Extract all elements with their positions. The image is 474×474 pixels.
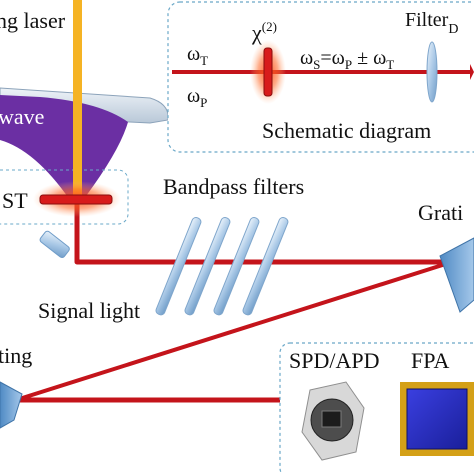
fpa-chip <box>400 382 474 456</box>
schematic-caption: Schematic diagram <box>262 118 431 143</box>
bandpass-label: Bandpass filters <box>163 174 304 199</box>
bandpass-filter-3 <box>213 216 260 316</box>
grating-left <box>0 381 23 429</box>
thz-wave-beam <box>0 95 128 200</box>
signal-beam-path <box>74 200 452 265</box>
beam-diagonal <box>15 260 453 402</box>
grating-right <box>439 237 474 313</box>
signal-light-label: Signal light <box>38 298 140 323</box>
bandpass-filter-4 <box>242 216 289 316</box>
bandpass-filter-2 <box>184 216 231 316</box>
fpa-label: FPA <box>411 348 449 373</box>
spd-apd-detector <box>301 381 365 461</box>
bandpass-filters <box>155 216 289 316</box>
frequency-relation: ωS=ωP ± ωT <box>300 47 394 72</box>
schematic-crystal <box>263 47 273 97</box>
nonlinear-crystal <box>39 194 113 205</box>
schematic-panel <box>167 1 474 153</box>
pickoff-mirror <box>39 230 70 259</box>
pump-laser-label: ng laser <box>0 8 66 33</box>
omega-t-label: ωT <box>187 43 208 68</box>
spd-apd-label: SPD/APD <box>289 348 379 373</box>
schematic-arrowhead <box>470 64 474 80</box>
pump-laser-beam <box>73 0 82 199</box>
wave-label: wave <box>0 104 44 129</box>
crystal-label: ST <box>2 188 28 213</box>
omega-p-label: ωP <box>187 85 207 110</box>
chi2-label: χ(2) <box>251 19 277 45</box>
grating-right-label: Grati <box>418 200 463 225</box>
schematic-filter <box>426 41 438 103</box>
filter-label: FilterD <box>405 9 458 37</box>
bandpass-filter-1 <box>155 216 202 316</box>
grating-left-label: ting <box>0 343 32 368</box>
crystal-box <box>0 169 129 225</box>
